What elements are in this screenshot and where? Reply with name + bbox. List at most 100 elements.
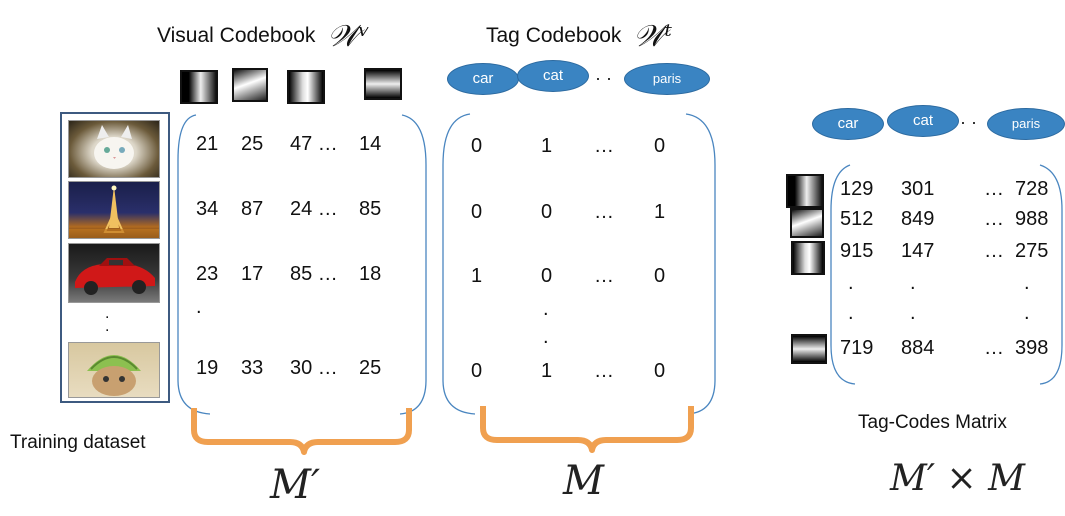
matrix-cell: 1: [654, 201, 666, 223]
matrix-cell: 884: [901, 337, 935, 359]
matrix-cell: 0: [654, 265, 666, 287]
matrix-cell: …: [594, 201, 614, 223]
matrix-cell: 0: [654, 135, 666, 157]
matrix-cell: 34: [196, 198, 219, 220]
matrix-cell: …: [984, 240, 1004, 262]
tag-ellipsis: · ·: [595, 68, 612, 88]
matrix-dot: .: [910, 302, 916, 324]
matrix-dot: .: [543, 326, 549, 348]
training-image-red-car: [68, 243, 160, 303]
matrix-dot: .: [848, 272, 854, 294]
matrix-cell: 24 …: [290, 198, 338, 220]
matrix-dot: .: [1024, 302, 1030, 324]
training-image-cat: [68, 120, 160, 178]
visual-word-thumbnail: [232, 68, 268, 102]
matrix-cell: 512: [840, 208, 874, 230]
matrix-cell: 0: [471, 135, 483, 157]
tag-codebook-title: Tag Codebook 𝒲ᵗ: [486, 15, 672, 54]
matrix-cell: 1: [541, 360, 553, 382]
training-image-eiffel-tower: [68, 181, 160, 239]
brace-m: [480, 406, 694, 453]
visual-word-thumbnail: [791, 334, 827, 364]
matrix-cell: 147: [901, 240, 935, 262]
tag-pill-car: car: [812, 108, 884, 140]
tag-label: cat: [542, 67, 563, 84]
training-dots: .: [105, 305, 110, 322]
matrix-cell: 14: [359, 133, 382, 155]
matrix-cell: 0: [541, 265, 553, 287]
tag-label: car: [837, 115, 859, 132]
matrix-cell: 129: [840, 178, 874, 200]
matrix-cell: 728: [1015, 178, 1049, 200]
red-car-picture: [75, 258, 155, 295]
matrix-cell: 23: [196, 263, 219, 285]
visual-word-thumbnail: [364, 68, 402, 100]
visual-codebook-label: Visual Codebook: [157, 24, 316, 47]
matrix-cell: 275: [1015, 240, 1049, 262]
tag-label: car: [472, 70, 494, 87]
cat-melon-picture: [87, 355, 141, 396]
tag-pill-paris: paris: [987, 108, 1065, 140]
visual-matrix-bracket: [399, 114, 427, 415]
training-image-cat-with-melon-helmet: [68, 342, 160, 398]
matrix-cell: …: [594, 265, 614, 287]
matrix-cell: 85 …: [290, 263, 338, 285]
matrix-cell: 19: [196, 357, 219, 379]
tag-label: paris: [1011, 116, 1041, 131]
tag-codebook-label: Tag Codebook: [486, 24, 622, 47]
matrix-cell: 1: [471, 265, 483, 287]
matrix-dot: .: [848, 302, 854, 324]
visual-codebook-symbol: 𝒲ᵛ: [327, 19, 370, 54]
matrix-cell: 849: [901, 208, 935, 230]
matrix-dot: .: [910, 272, 916, 294]
matrix-cell: 25: [241, 133, 264, 155]
visual-word-thumbnail: [180, 70, 218, 104]
matrix-dot: .: [196, 296, 202, 318]
visual-word-thumbnail: [287, 70, 325, 104]
tag-pill-paris: paris: [624, 63, 710, 95]
tag-matrix-bracket: [442, 113, 476, 415]
training-dataset-label: Training dataset: [10, 432, 146, 453]
tag-pill-cat: cat: [887, 105, 959, 137]
matrix-cell: 21: [196, 133, 219, 155]
eiffel-tower-picture: [69, 185, 159, 238]
tag-label: cat: [912, 112, 933, 129]
tag-codebook-symbol: 𝒲ᵗ: [633, 19, 673, 54]
matrix-cell: …: [984, 337, 1004, 359]
visual-word-thumbnail: [791, 241, 825, 275]
matrix-cell: 988: [1015, 208, 1049, 230]
matrix-cell: 0: [654, 360, 666, 382]
matrix-cell: 85: [359, 198, 382, 220]
brace-m-prime: [191, 408, 412, 455]
tag-codes-matrix-caption: Tag-Codes Matrix: [858, 412, 1007, 433]
visual-codebook-title: Visual Codebook 𝒲ᵛ: [157, 15, 370, 54]
matrix-cell: 398: [1015, 337, 1049, 359]
codes-matrix-bracket: [1039, 164, 1063, 385]
matrix-cell: 0: [471, 201, 483, 223]
matrix-cell: 719: [840, 337, 874, 359]
matrix-cell: 47 …: [290, 133, 338, 155]
matrix-cell: 30 …: [290, 357, 338, 379]
tag-matrix-bracket: [685, 113, 716, 415]
matrix-cell: 87: [241, 198, 264, 220]
matrix-dot: .: [1024, 272, 1030, 294]
visual-word-thumbnail: [790, 208, 824, 238]
matrix-cell: 25: [359, 357, 382, 379]
visual-word-thumbnail: [786, 174, 824, 208]
matrix-cell: 18: [359, 263, 382, 285]
matrix-dot: .: [543, 298, 549, 320]
matrix-cell: 0: [541, 201, 553, 223]
cat-picture: [94, 125, 134, 169]
tag-pill-cat: cat: [517, 60, 589, 92]
training-dots: .: [105, 318, 110, 335]
tag-label: paris: [652, 71, 682, 86]
training-dataset-frame: [60, 112, 170, 403]
matrix-cell: …: [984, 178, 1004, 200]
label-m-prime: M′: [270, 462, 321, 508]
matrix-cell: 915: [840, 240, 874, 262]
matrix-cell: 17: [241, 263, 264, 285]
matrix-cell: 33: [241, 357, 264, 379]
label-product: M′ × M: [890, 458, 1025, 499]
label-m: M: [563, 458, 604, 504]
